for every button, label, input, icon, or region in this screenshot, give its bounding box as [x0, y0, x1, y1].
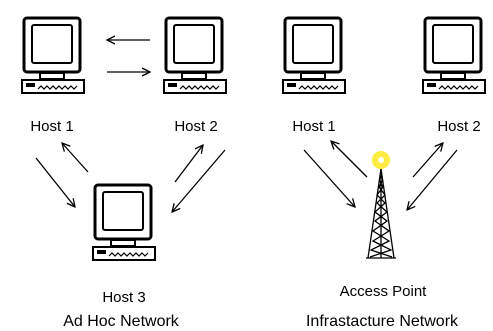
- infra-arrows: [303, 141, 458, 210]
- infrastructure-caption: Infrastacture Network: [306, 313, 459, 330]
- arrow-icon: [172, 149, 226, 212]
- infra-host1-computer-icon: [281, 16, 347, 95]
- arrow-icon: [407, 149, 458, 210]
- adhoc-caption: Ad Hoc Network: [63, 313, 180, 330]
- infrastructure-network: Host 1 Host 2 Access Point Infrastacture…: [281, 16, 487, 330]
- adhoc-host1-computer-icon: [20, 16, 86, 95]
- arrow-icon: [331, 141, 368, 178]
- infra-host2-label: Host 2: [437, 118, 480, 135]
- arrow-icon: [412, 143, 443, 178]
- adhoc-network: Host 1 Host 2 Host 3 Ad Hoc Network: [20, 16, 228, 330]
- infra-host1-label: Host 1: [292, 118, 335, 135]
- access-point-label: Access Point: [340, 283, 428, 300]
- adhoc-host3-computer-icon: [91, 183, 157, 262]
- antenna-tower-icon: [366, 151, 396, 259]
- arrow-icon: [62, 143, 89, 173]
- adhoc-host2-computer-icon: [162, 16, 228, 95]
- adhoc-host2-label: Host 2: [174, 118, 217, 135]
- arrow-icon: [303, 149, 355, 207]
- adhoc-arrows: [35, 40, 226, 212]
- arrow-icon: [35, 157, 75, 207]
- adhoc-host1-label: Host 1: [30, 118, 73, 135]
- adhoc-host3-label: Host 3: [102, 289, 145, 306]
- arrow-icon: [174, 145, 203, 183]
- infra-host2-computer-icon: [421, 16, 487, 95]
